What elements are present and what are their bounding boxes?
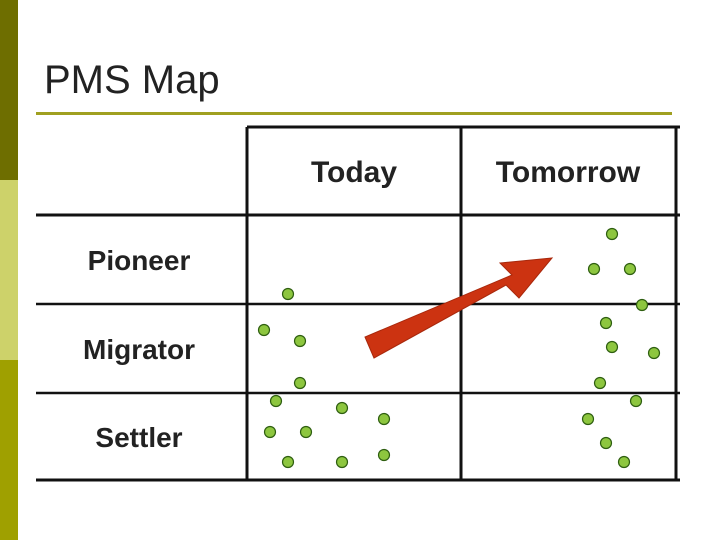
tomorrow-dot bbox=[599, 436, 613, 450]
tomorrow-dot bbox=[605, 227, 619, 241]
today-dot bbox=[281, 287, 295, 301]
tomorrow-dot bbox=[635, 298, 649, 312]
tomorrow-dot bbox=[617, 455, 631, 469]
shift-arrow bbox=[364, 257, 554, 359]
row-label-pioneer: Pioneer bbox=[88, 245, 191, 276]
row-label-settler: Settler bbox=[95, 422, 182, 453]
tomorrow-dot bbox=[599, 316, 613, 330]
column-header-today: Today bbox=[311, 156, 397, 189]
tomorrow-dot bbox=[581, 412, 595, 426]
today-dot bbox=[299, 425, 313, 439]
tomorrow-dot bbox=[593, 376, 607, 390]
column-header-tomorrow: Tomorrow bbox=[496, 156, 641, 189]
tomorrow-dot bbox=[605, 340, 619, 354]
today-dot bbox=[257, 323, 271, 337]
tomorrow-dot bbox=[629, 394, 643, 408]
row-label-migrator: Migrator bbox=[83, 334, 195, 365]
slide-title: PMS Map bbox=[44, 58, 220, 102]
today-dot bbox=[269, 394, 283, 408]
accent-bar-bottom bbox=[0, 360, 18, 540]
tomorrow-dot bbox=[623, 262, 637, 276]
today-dot bbox=[293, 376, 307, 390]
today-dot bbox=[281, 455, 295, 469]
today-dot bbox=[293, 334, 307, 348]
accent-bar-middle bbox=[0, 180, 18, 360]
today-dot bbox=[377, 448, 391, 462]
tomorrow-dot bbox=[647, 346, 661, 360]
accent-bar-top bbox=[0, 0, 18, 180]
today-dot bbox=[377, 412, 391, 426]
tomorrow-dot bbox=[587, 262, 601, 276]
today-dot bbox=[335, 455, 349, 469]
today-dots bbox=[257, 287, 391, 469]
today-dot bbox=[335, 401, 349, 415]
tomorrow-dots bbox=[581, 227, 661, 469]
title-underline bbox=[36, 112, 672, 115]
today-dot bbox=[263, 425, 277, 439]
